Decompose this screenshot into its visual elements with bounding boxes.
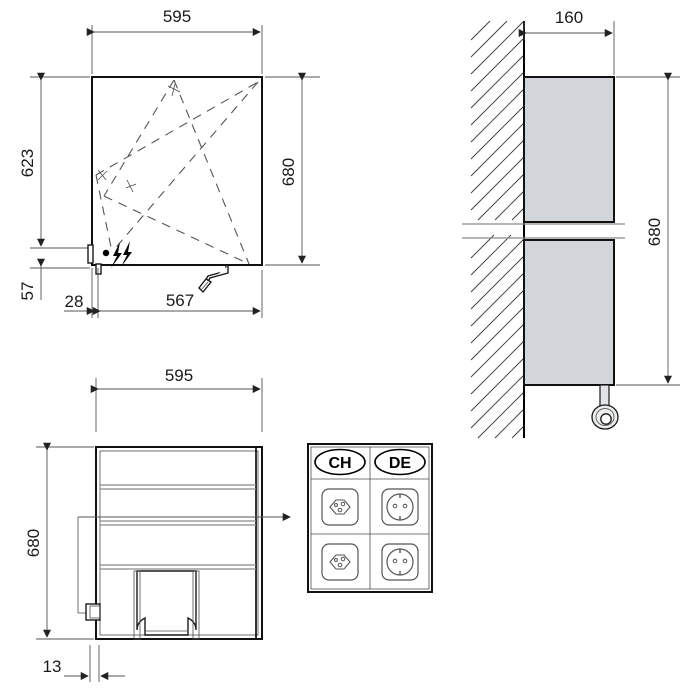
wall-hatching-lower xyxy=(470,234,525,439)
front-tick-marks xyxy=(97,83,181,193)
side-body-upper xyxy=(523,76,615,223)
socket-legend-table: CH DE xyxy=(307,443,433,593)
front-dim-width-595: 595 xyxy=(86,7,263,74)
break-line xyxy=(462,223,625,239)
front-height-680-label: 680 xyxy=(279,158,298,186)
de-badge-ellipse xyxy=(374,448,426,476)
bottom-dim-height-680: 680 xyxy=(24,442,94,640)
side-body-lower xyxy=(523,239,615,386)
power-plug-icon xyxy=(591,384,619,430)
de-label: DE xyxy=(389,455,412,472)
front-dashed-construction xyxy=(95,79,259,265)
bottom-dim-width-595: 595 xyxy=(90,366,263,432)
bottom-width-label: 595 xyxy=(165,366,193,385)
front-panel-outline xyxy=(91,76,263,266)
bottom-thickness-label: 13 xyxy=(43,657,62,676)
lightning-bolt-icon xyxy=(111,241,132,268)
bottom-body-outline xyxy=(95,446,263,640)
legend-outer-border xyxy=(307,443,433,593)
side-depth-label: 160 xyxy=(555,8,583,27)
ch-socket-icon-2 xyxy=(321,543,359,581)
legend-header-ch: CH xyxy=(314,448,366,476)
front-dim-height-57: 57 xyxy=(18,258,90,301)
bottom-left-connector xyxy=(77,517,101,621)
front-dim-bottom: 28 567 xyxy=(64,268,263,318)
de-socket-icon-1 xyxy=(381,488,419,526)
wall-hatching-upper xyxy=(470,20,525,221)
side-view: 160 680 xyxy=(462,8,680,439)
front-width-label: 595 xyxy=(163,7,191,26)
bottom-height-label: 680 xyxy=(24,529,43,557)
side-dim-height-680: 680 xyxy=(616,72,680,386)
bottom-dim-thickness-13: 13 xyxy=(43,645,125,682)
ch-label: CH xyxy=(328,455,351,472)
front-dim-height-680: 680 xyxy=(265,72,320,266)
front-left-bracket xyxy=(87,244,102,275)
front-view: 595 623 57 680 xyxy=(18,7,320,318)
ch-badge-ellipse xyxy=(314,448,366,476)
front-width-567-label: 567 xyxy=(166,291,194,310)
side-height-label: 680 xyxy=(645,218,664,246)
power-cable-plug xyxy=(198,266,229,294)
side-dim-depth-160: 160 xyxy=(518,8,615,75)
front-height-57-label: 57 xyxy=(18,282,37,301)
front-offset-28-label: 28 xyxy=(65,292,84,311)
bottom-shelves xyxy=(100,484,256,570)
bottom-compartment xyxy=(133,570,200,640)
bottom-view: 595 680 xyxy=(24,366,291,682)
indicator-dot xyxy=(102,249,110,257)
front-height-623-label: 623 xyxy=(18,149,37,177)
de-socket-icon-2 xyxy=(381,543,419,581)
front-dim-height-623: 623 xyxy=(18,72,90,249)
legend-header-de: DE xyxy=(374,448,426,476)
ch-socket-icon-1 xyxy=(321,488,359,526)
